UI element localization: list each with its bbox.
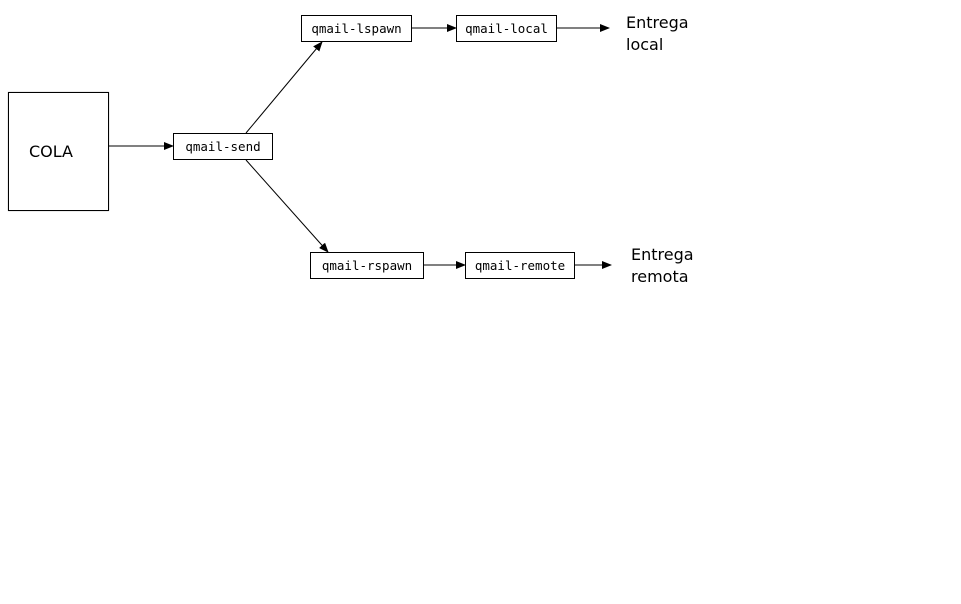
qmail-local-node: qmail-local — [456, 15, 557, 42]
remote-delivery-line1: Entrega — [631, 245, 694, 264]
qmail-send-node: qmail-send — [173, 133, 273, 160]
qmail-lspawn-node: qmail-lspawn — [301, 15, 412, 42]
remote-delivery-label: Entrega remota — [631, 244, 694, 288]
local-delivery-line2: local — [626, 35, 664, 54]
queue-label: COLA — [29, 142, 73, 161]
remote-delivery-line2: remota — [631, 267, 689, 286]
qmail-send-label: qmail-send — [185, 139, 261, 154]
local-delivery-label: Entrega local — [626, 12, 689, 56]
arrow-send-to-lspawn — [245, 41, 323, 134]
qmail-local-label: qmail-local — [465, 21, 548, 36]
arrow-send-to-rspawn — [245, 159, 329, 253]
qmail-remote-label: qmail-remote — [474, 258, 566, 273]
qmail-lspawn-label: qmail-lspawn — [311, 21, 402, 36]
qmail-remote-node: qmail-remote — [465, 252, 575, 279]
queue-node: COLA — [8, 92, 109, 211]
local-delivery-line1: Entrega — [626, 13, 689, 32]
qmail-rspawn-label: qmail-rspawn — [321, 258, 413, 273]
qmail-rspawn-node: qmail-rspawn — [310, 252, 424, 279]
